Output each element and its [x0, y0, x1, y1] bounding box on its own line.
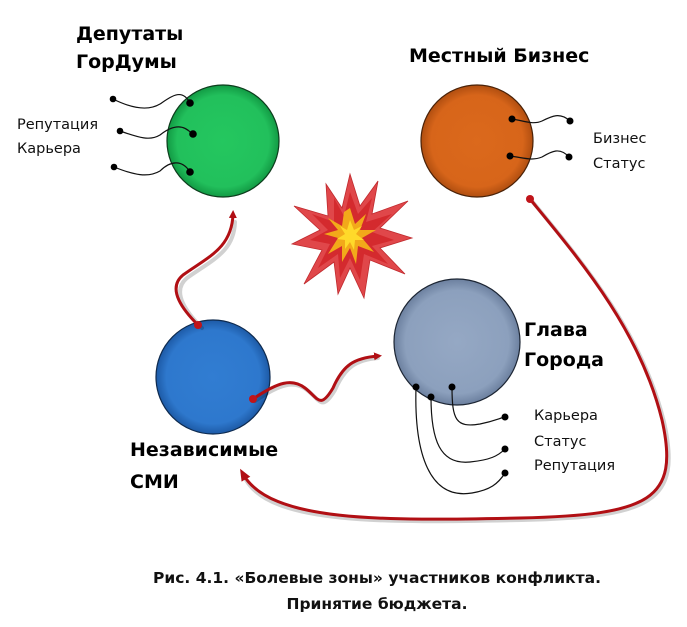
deputies-title-line2: ГорДумы	[76, 51, 177, 73]
arrow-business-to-media	[240, 195, 671, 524]
connector-dot	[427, 393, 435, 401]
deputies-label-reputation: Репутация	[17, 117, 98, 133]
mayor-label-status: Статус	[534, 434, 586, 450]
mayor-connector	[430, 396, 506, 463]
actor-mayor: Глава Города Карьера Статус Репутация	[393, 278, 615, 495]
connector-dot	[508, 115, 516, 123]
connector-dot	[565, 153, 573, 161]
arrow-media-to-mayor	[249, 352, 382, 405]
connector-dot	[501, 445, 509, 453]
connector-dot	[189, 130, 197, 138]
connector-dot	[501, 413, 509, 421]
connector-dot	[116, 127, 124, 135]
figure-caption-line1: Рис. 4.1. «Болевые зоны» участников конф…	[153, 569, 601, 587]
media-circle	[155, 319, 271, 435]
arrow-origin-dot	[526, 195, 534, 203]
connector-dot	[186, 168, 194, 176]
arrow-media-to-deputies	[174, 210, 237, 330]
business-title: Местный Бизнес	[409, 45, 589, 67]
connector-dot	[506, 152, 514, 160]
deputies-connector	[119, 126, 193, 139]
figure-caption-line2: Принятие бюджета.	[286, 595, 467, 613]
connector-dot	[448, 383, 456, 391]
deputies-title-line1: Депутаты	[76, 23, 183, 45]
business-connector	[509, 150, 570, 160]
media-title-line1: Независимые	[130, 439, 278, 461]
connector-dot	[566, 117, 574, 125]
media-title-line2: СМИ	[130, 471, 179, 493]
business-label-business: Бизнес	[593, 131, 646, 147]
mayor-circle	[393, 278, 521, 406]
mayor-label-reputation: Репутация	[534, 458, 615, 474]
connector-dot	[501, 469, 509, 477]
business-circle	[420, 84, 534, 198]
mayor-connector	[415, 386, 506, 495]
actor-deputies: Депутаты ГорДумы Репутация Карьера	[17, 23, 280, 198]
actor-media: Независимые СМИ	[130, 319, 278, 493]
mayor-title-line2: Города	[524, 349, 604, 371]
deputies-connector	[112, 94, 191, 109]
explosion-icon	[290, 172, 414, 300]
connector-dot	[412, 383, 420, 391]
connector-dot	[110, 163, 118, 171]
deputies-label-career: Карьера	[17, 141, 81, 157]
mayor-connector	[451, 386, 506, 426]
connector-dot	[186, 99, 194, 107]
arrow-origin-dot	[249, 395, 257, 403]
connector-dot	[109, 95, 117, 103]
actor-business: Местный Бизнес Бизнес Статус	[409, 45, 646, 198]
deputies-circle	[166, 84, 280, 198]
deputies-connector	[113, 162, 191, 176]
mayor-title-line1: Глава	[524, 319, 588, 341]
business-label-status: Статус	[593, 156, 645, 172]
mayor-label-career: Карьера	[534, 408, 598, 424]
business-connector	[511, 115, 571, 124]
arrow-origin-dot	[194, 321, 202, 329]
